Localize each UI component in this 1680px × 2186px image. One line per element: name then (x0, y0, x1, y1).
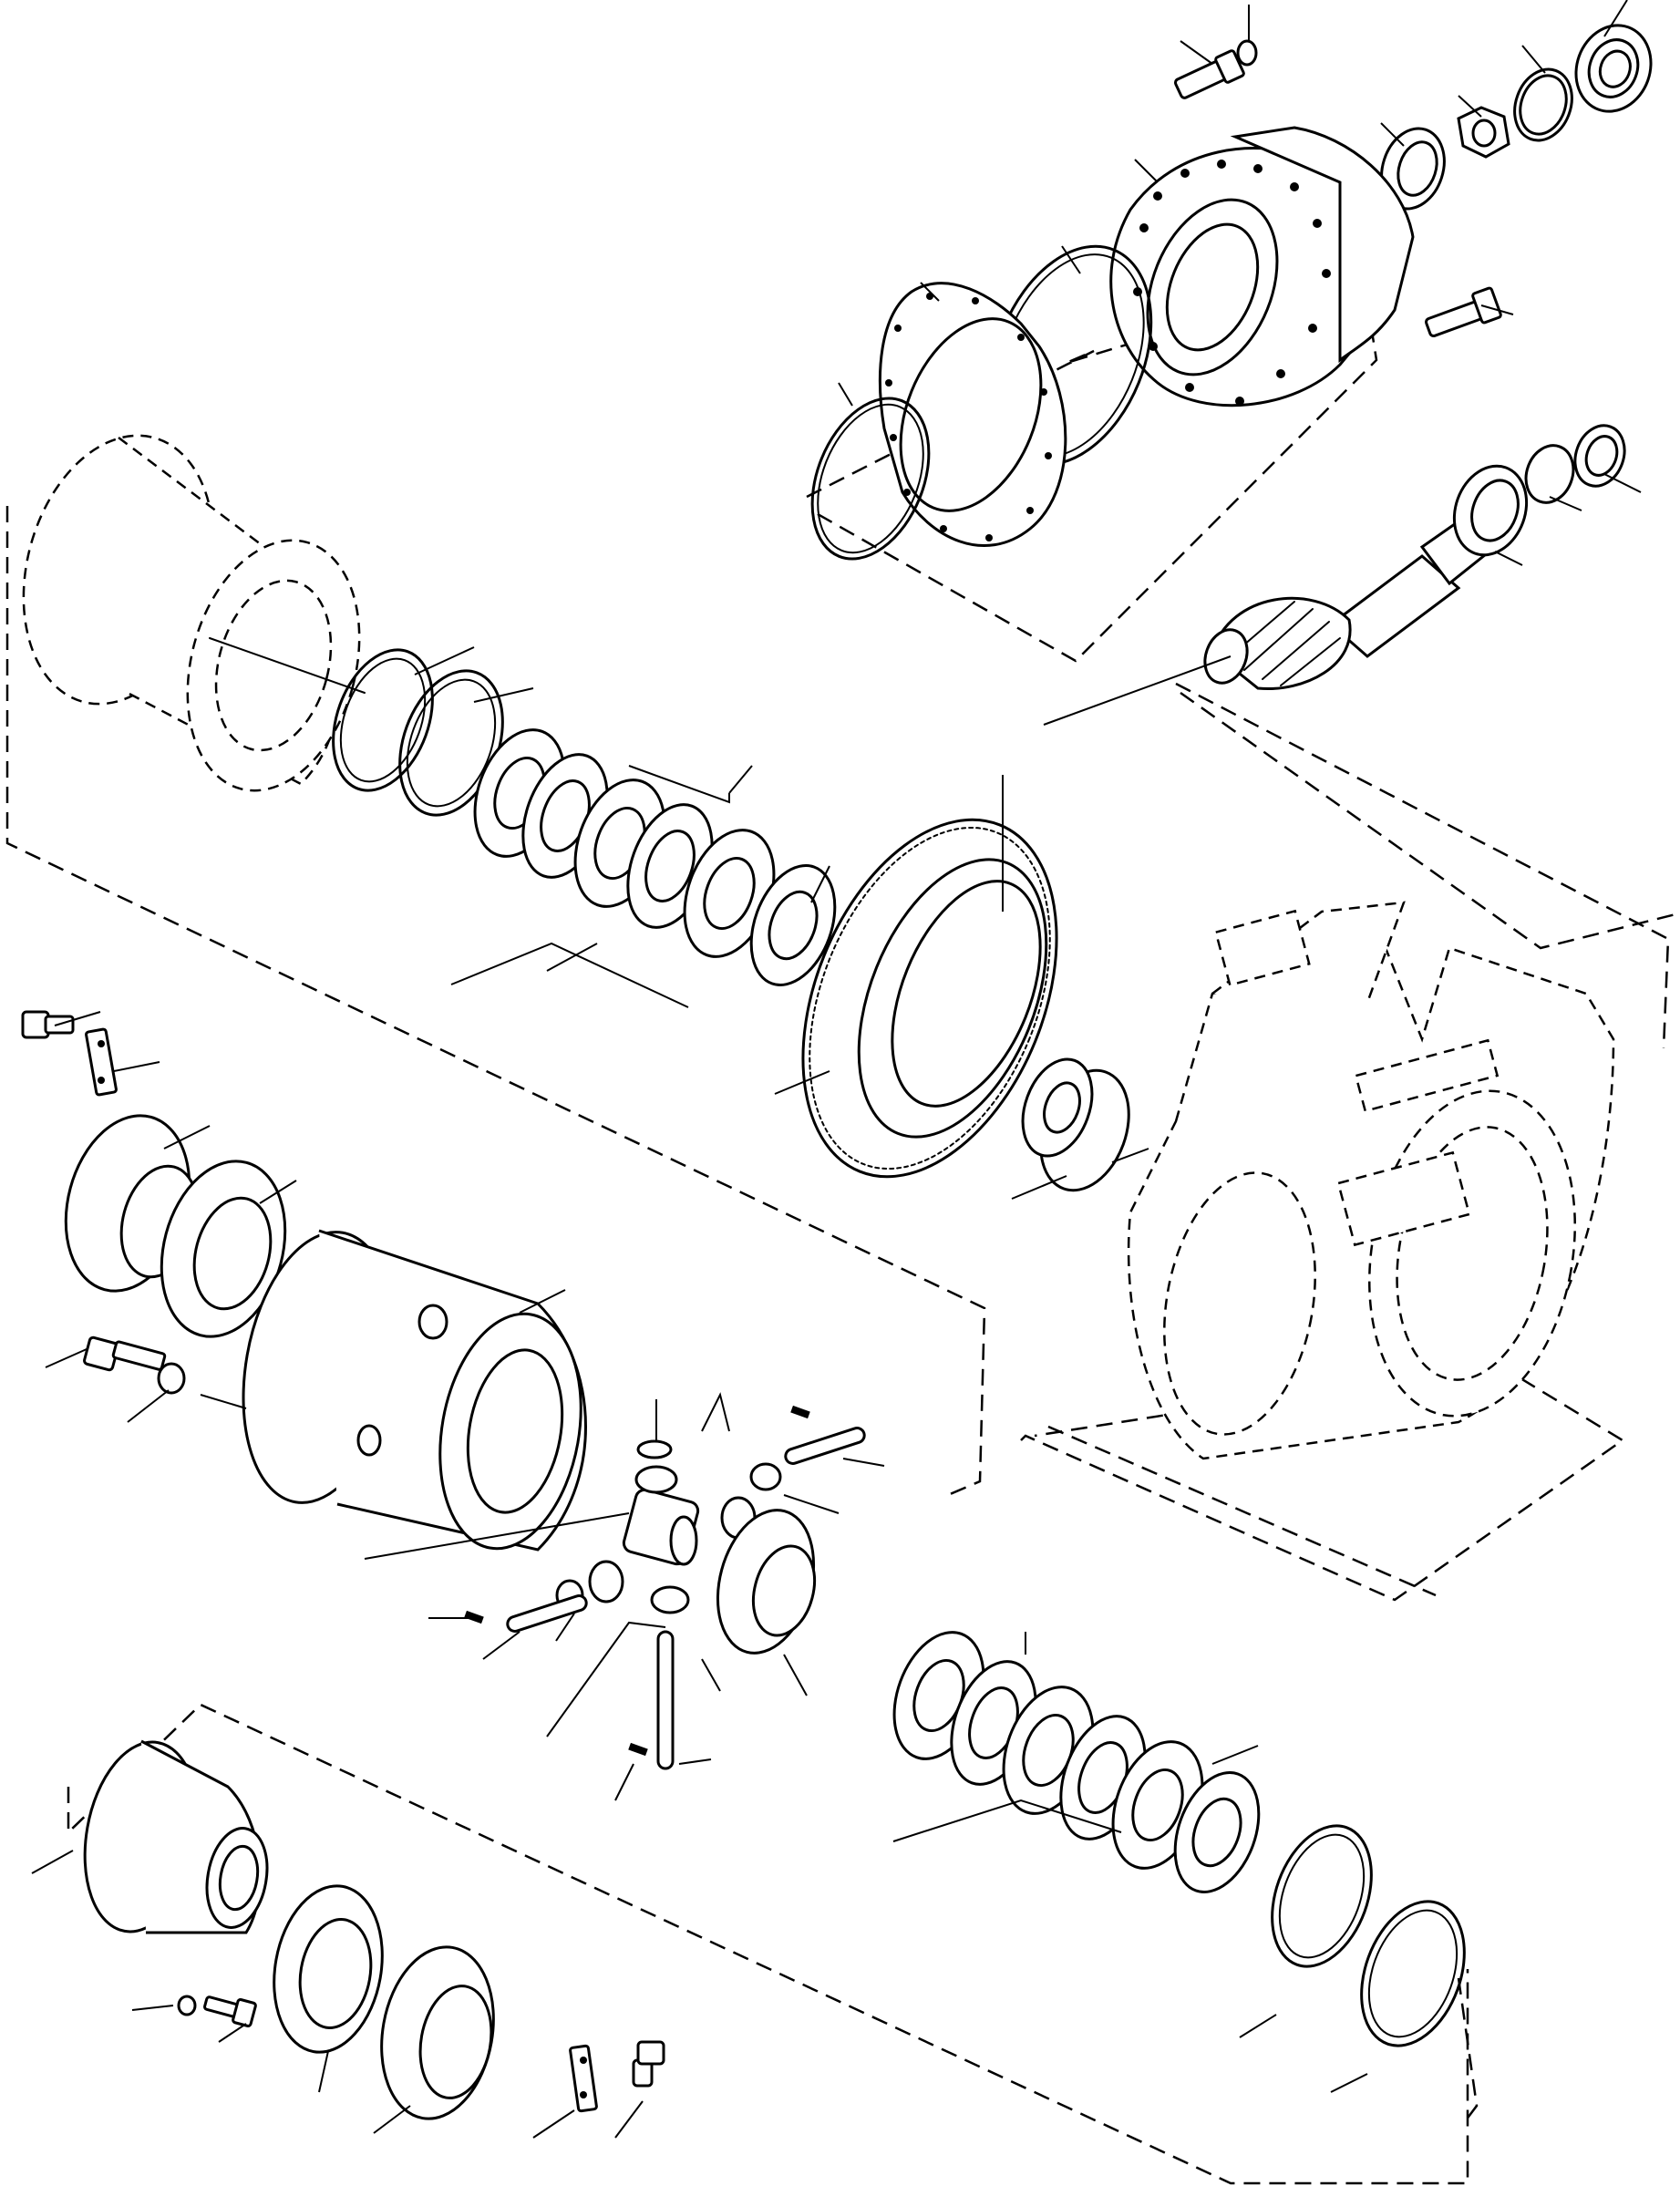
right-lower-boundary (1020, 1361, 1625, 1602)
o-ring-small-inner (817, 403, 924, 554)
spider-assembly (464, 1405, 866, 1770)
drive-pinion (1203, 512, 1498, 691)
pinion-bearing (1452, 464, 1529, 557)
cap-bolt-right (1425, 286, 1502, 338)
top-right-assembly (810, 24, 1653, 691)
washer-small-top (1236, 39, 1258, 67)
bolt-bottom-right (632, 2040, 665, 2088)
bevel-side-gear-upper (1021, 1057, 1130, 1192)
washer-left (157, 1362, 186, 1395)
seal-ring-inner (1584, 435, 1619, 477)
roll-pin-a (790, 1405, 810, 1419)
o-ring-small (810, 397, 931, 561)
center-axis-dash (1047, 1425, 1437, 1597)
pin-right (784, 1427, 866, 1465)
thrust-washers-lower (1271, 1824, 1466, 2047)
housing-boundary (1180, 691, 1680, 950)
pinion-carrier-flange (1109, 126, 1415, 407)
thrust-washer-spider (636, 1439, 673, 1459)
upper-left-boundary (5, 506, 986, 1497)
bearing-left (160, 1160, 287, 1338)
pin-vertical (656, 1630, 675, 1770)
pinion-top (634, 1465, 678, 1494)
bolt-bottom-left (203, 1995, 257, 2027)
dashed-group-boundaries (5, 272, 1680, 2185)
pinion-group-boundary (806, 272, 1378, 663)
bottom-group-boundary (67, 1703, 1469, 2185)
differential-case (242, 1229, 587, 1552)
bearing-bottom (273, 1884, 384, 2054)
roll-pin-b (464, 1610, 484, 1624)
spacer-ring (1524, 444, 1575, 504)
axle-housing-hidden-top (22, 434, 366, 792)
bottom-right-drop (1457, 1977, 1479, 2125)
washer-bottom (177, 1995, 197, 2016)
bevel-side-gear-lower (716, 1509, 817, 1655)
friction-disc-pack-upper (473, 728, 837, 986)
castle-nut (1457, 106, 1510, 159)
pinion-bottom (650, 1585, 690, 1614)
ring-gear-to-housing (1175, 682, 1670, 1049)
snap-ring-top (1513, 67, 1573, 142)
washer-pin-right (749, 1462, 782, 1491)
lock-plate-bottom (569, 2044, 598, 2113)
cap-bolt-top (1173, 49, 1245, 99)
adjusting-ring-bottom (380, 1945, 495, 2120)
lock-plate-left (85, 1027, 118, 1097)
crown-wheel (801, 818, 1058, 1179)
axle-housing-hidden-right (1127, 901, 1615, 1460)
roll-pin-c (628, 1742, 648, 1757)
case-cover-half (83, 1739, 269, 1934)
friction-disc-pack-lower (892, 1631, 1261, 1893)
hex-bolt-left (83, 1335, 167, 1372)
callout-leader-lines (31, 0, 1642, 2139)
pin-left (506, 1594, 588, 1633)
bolt-left-top (21, 1010, 75, 1039)
bearing-top-right (1574, 24, 1653, 113)
pinion-left (588, 1560, 624, 1603)
shim-plate (878, 282, 1067, 547)
